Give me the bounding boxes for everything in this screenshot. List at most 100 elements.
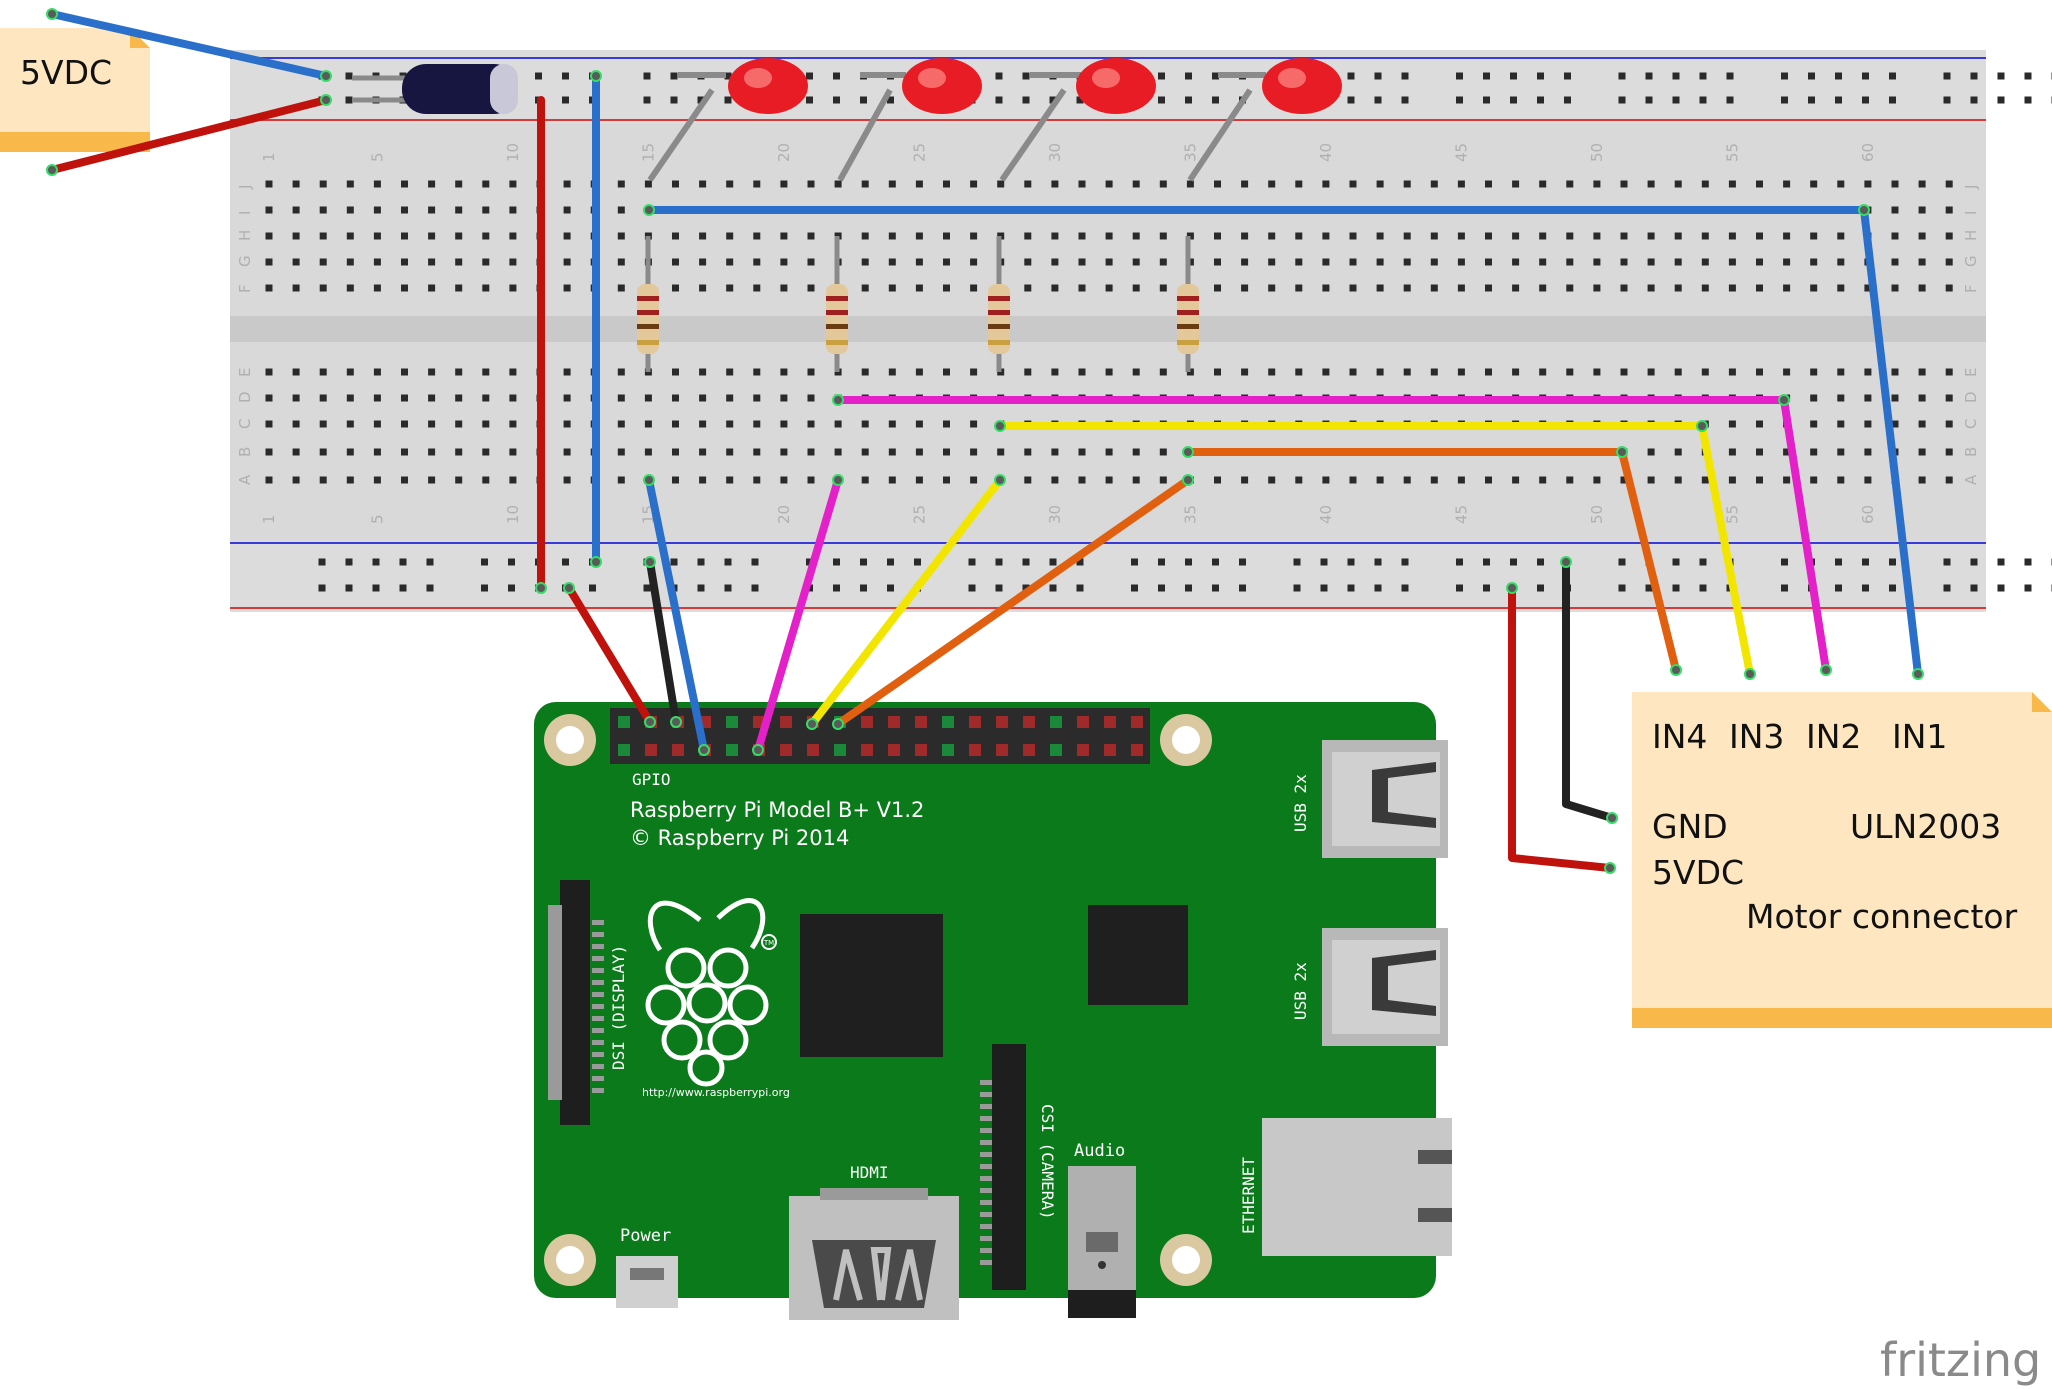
csi-pins — [980, 1080, 992, 1265]
column-number-bottom: 10 — [504, 505, 522, 524]
supply-red-wire — [48, 96, 330, 174]
wire-endpoint — [1820, 664, 1832, 676]
column-number-bottom: 50 — [1588, 505, 1606, 524]
board-copyright-label: © Raspberry Pi 2014 — [630, 826, 849, 850]
wire-endpoint — [644, 716, 656, 728]
led-2 — [902, 58, 982, 114]
dsi-label: DSI (DISPLAY) — [609, 945, 628, 1070]
usb-label-2: USB 2x — [1291, 962, 1310, 1020]
board-url-label: http://www.raspberrypi.org — [642, 1086, 790, 1099]
dsi-connector — [560, 880, 590, 1125]
mounting-holes — [544, 714, 1212, 1286]
gpio-pin — [726, 716, 738, 728]
ethernet-label: ETHERNET — [1239, 1157, 1258, 1234]
gpio-pin — [618, 744, 630, 756]
driver-chip-label: ULN2003 — [1850, 807, 2001, 846]
center-channel — [230, 316, 1986, 342]
led-legs — [647, 72, 1266, 182]
led-1 — [728, 58, 808, 114]
resistor-3 — [988, 236, 1010, 372]
orange-gpio-wire — [834, 476, 1192, 728]
column-number-bottom: 45 — [1452, 505, 1470, 524]
hdmi-label: HDMI — [850, 1163, 889, 1182]
gpio-pin — [1050, 716, 1062, 728]
column-number-bottom: 35 — [1181, 505, 1199, 524]
gpio-pin — [1023, 744, 1035, 756]
raspberry-logo — [645, 898, 769, 1087]
row-letter: B — [1962, 447, 1980, 457]
gpio-pin — [645, 744, 657, 756]
audio-jack — [1068, 1166, 1136, 1318]
wire-endpoint — [1616, 446, 1628, 458]
column-number-bottom: 25 — [910, 505, 928, 524]
wire-endpoint — [832, 718, 844, 730]
red-driver-wire — [1508, 584, 1614, 872]
wire-endpoint — [320, 94, 332, 106]
bottom-power-rail — [230, 540, 1986, 612]
supply-blue-wire — [48, 10, 330, 80]
row-letter: D — [236, 391, 254, 403]
red-gpio-wire — [565, 584, 654, 726]
gpio-pin — [780, 744, 792, 756]
gpio-pin — [996, 716, 1008, 728]
column-number-bottom: 20 — [775, 505, 793, 524]
gpio-pin — [1131, 744, 1143, 756]
supply-note-label: 5VDC — [20, 53, 112, 92]
black-driver-wire — [1562, 558, 1616, 822]
csi-connector — [992, 1044, 1026, 1290]
yellow-gpio-wire — [808, 476, 1004, 728]
wire-endpoint — [670, 716, 682, 728]
dsi-pins — [592, 920, 604, 1093]
gpio-pin — [888, 716, 900, 728]
wire-endpoint — [1604, 862, 1616, 874]
wire-endpoint — [644, 556, 656, 568]
usb-label-1: USB 2x — [1291, 774, 1310, 832]
usb-port-2 — [1322, 928, 1448, 1046]
gpio-pin — [942, 716, 954, 728]
wire-endpoint — [1912, 668, 1924, 680]
wire-endpoint — [320, 70, 332, 82]
column-number-bottom: 40 — [1317, 505, 1335, 524]
column-number-bottom: 1 — [260, 514, 278, 524]
wire-endpoint — [698, 744, 710, 756]
board-model-label: Raspberry Pi Model B+ V1.2 — [630, 798, 924, 822]
row-letter: A — [236, 474, 254, 485]
wire-endpoint — [1182, 446, 1194, 458]
row-letter: A — [1962, 474, 1980, 485]
gpio-pin — [996, 744, 1008, 756]
column-number-top: 50 — [1588, 143, 1606, 162]
supply-note: 5VDC — [0, 28, 150, 152]
gpio-pin — [861, 716, 873, 728]
gpio-pin — [834, 744, 846, 756]
column-number-top: 55 — [1723, 143, 1741, 162]
driver-note: IN4 IN3 IN2 IN1 GND ULN2003 5VDC Motor c… — [1632, 692, 2052, 1028]
resistor-1 — [637, 236, 659, 372]
gpio-pin — [1131, 716, 1143, 728]
row-letter: H — [236, 230, 254, 241]
gpio-pin — [1050, 744, 1062, 756]
wire-endpoint — [752, 744, 764, 756]
driver-vdc-label: 5VDC — [1652, 853, 1744, 892]
row-letter: G — [236, 255, 254, 267]
wire-endpoint — [643, 474, 655, 486]
row-letter: H — [1962, 230, 1980, 241]
row-letter: J — [1962, 185, 1980, 190]
raspberry-pi-board: GPIO Raspberry Pi Model B+ V1.2 © Raspbe… — [534, 702, 1452, 1320]
driver-in4-label: IN4 — [1652, 717, 1707, 756]
driver-in2-label: IN2 — [1806, 717, 1861, 756]
wire-endpoints — [46, 8, 1924, 874]
column-number-bottom: 55 — [1723, 505, 1741, 524]
wire-endpoint — [994, 474, 1006, 486]
column-number-top: 15 — [639, 143, 657, 162]
gpio-header — [610, 708, 1150, 764]
row-letter: C — [1962, 419, 1980, 429]
row-letter: I — [236, 211, 254, 215]
gpio-pin — [672, 744, 684, 756]
column-number-top: 30 — [1046, 143, 1064, 162]
wire-endpoint — [46, 164, 58, 176]
column-number-top: 10 — [504, 143, 522, 162]
gpio-pin — [969, 744, 981, 756]
